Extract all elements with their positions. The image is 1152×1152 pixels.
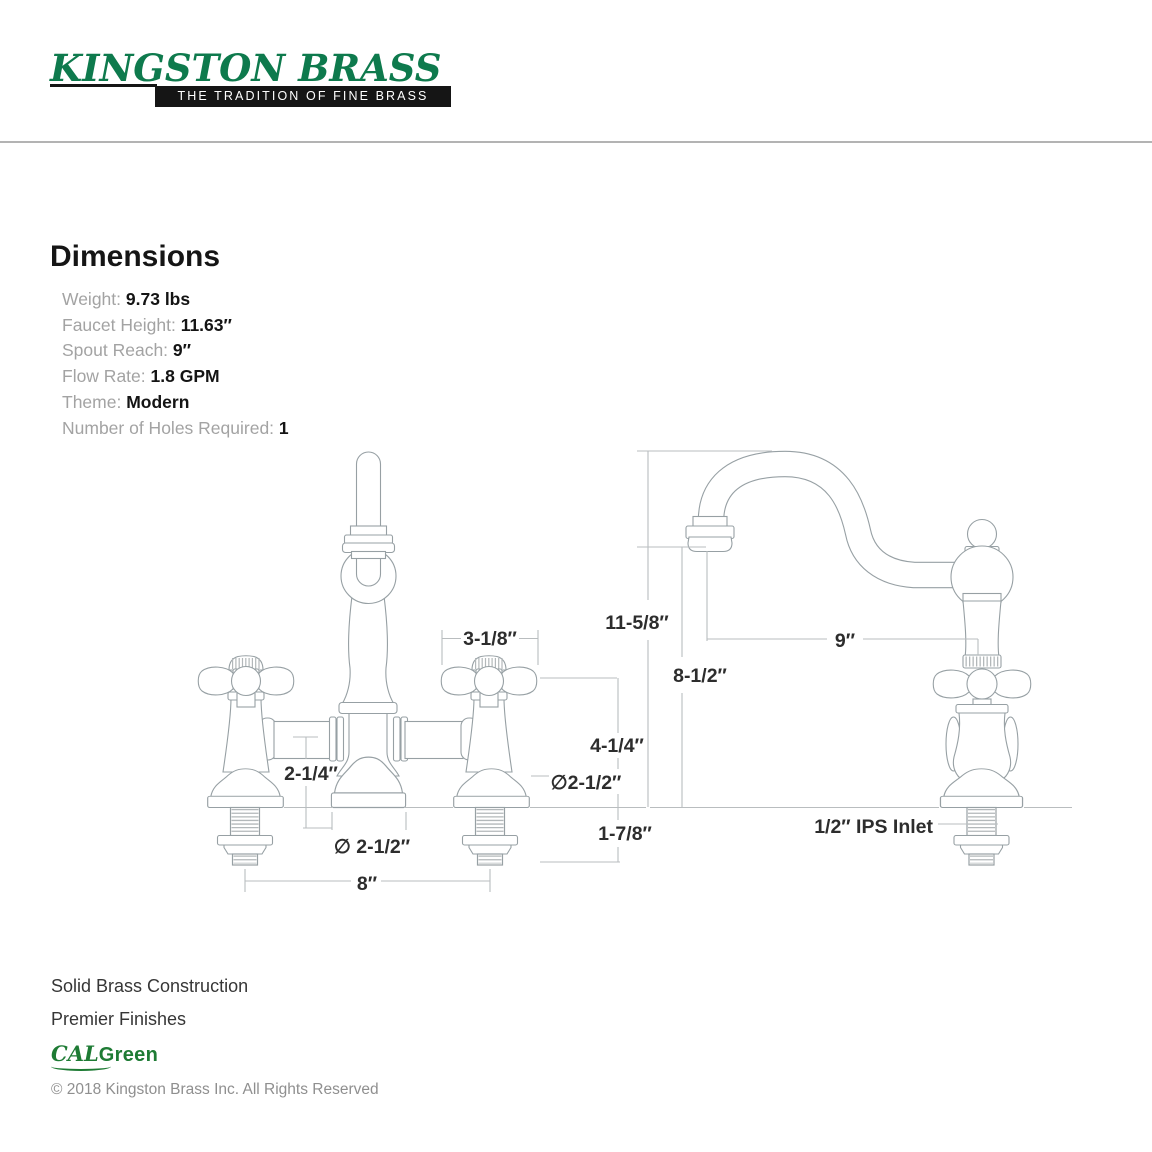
feature-premier-finishes: Premier Finishes — [51, 1009, 187, 1029]
spec-row-flow-rate: Flow Rate: 1.8 GPM — [62, 366, 220, 387]
logo-underline — [50, 84, 157, 87]
calgreen-swoosh — [51, 1062, 111, 1071]
faucet-technical-drawing: 3-1/8″ 2-1/4″ ∅ 2-1/2″ 8″ 4-1/4″ ∅2-1 — [130, 450, 1072, 895]
dim-spout-height: 8-1/2″ — [673, 665, 727, 687]
spout-pipe — [355, 451, 382, 587]
dim-spout-reach: 9″ — [835, 630, 855, 652]
spec-row-faucet-height: Faucet Height: 11.63″ — [62, 314, 232, 335]
dim-bridge-height: 2-1/4″ — [284, 763, 338, 785]
dim-base-diameter-front: ∅ 2-1/2″ — [334, 836, 410, 858]
spec-row-spout-reach: Spout Reach: 9″ — [62, 340, 192, 361]
spec-row-theme: Theme: Modern — [62, 391, 190, 412]
dimension-annotations: 3-1/8″ 2-1/4″ ∅ 2-1/2″ 8″ 4-1/4″ ∅2-1 — [244, 450, 998, 895]
brand-logo: KINGSTON BRASS — [50, 46, 442, 90]
side-view-drawing — [685, 450, 1031, 865]
brand-tagline: THE TRADITION OF FINE BRASS — [155, 86, 451, 107]
feature-solid-brass: Solid Brass Construction — [51, 976, 249, 996]
dim-hole-spacing: 8″ — [357, 873, 377, 895]
spec-row-weight: Weight: 9.73 lbs — [62, 289, 191, 309]
header-divider — [0, 141, 1152, 143]
page-title: Dimensions — [50, 240, 221, 273]
left-cross-handle — [198, 656, 294, 707]
side-cross-handle — [933, 655, 1031, 699]
front-view-drawing — [198, 451, 537, 865]
dim-overall-height: 11-5/8″ — [605, 612, 669, 634]
spec-row-holes: Number of Holes Required: 1 — [62, 417, 289, 438]
dim-handle-width: 3-1/8″ — [463, 628, 517, 650]
spec-list: Weight: 9.73 lbs Faucet Height: 11.63″ S… — [62, 287, 289, 441]
dim-inlet: 1/2″ IPS Inlet — [814, 816, 933, 838]
dim-deck-range: 1-7/8″ — [598, 823, 652, 845]
copyright-text: © 2018 Kingston Brass Inc. All Rights Re… — [51, 1081, 379, 1098]
dim-base-diameter-side: ∅2-1/2″ — [551, 772, 622, 794]
dim-handle-height: 4-1/4″ — [590, 735, 644, 757]
right-cross-handle — [441, 656, 537, 707]
